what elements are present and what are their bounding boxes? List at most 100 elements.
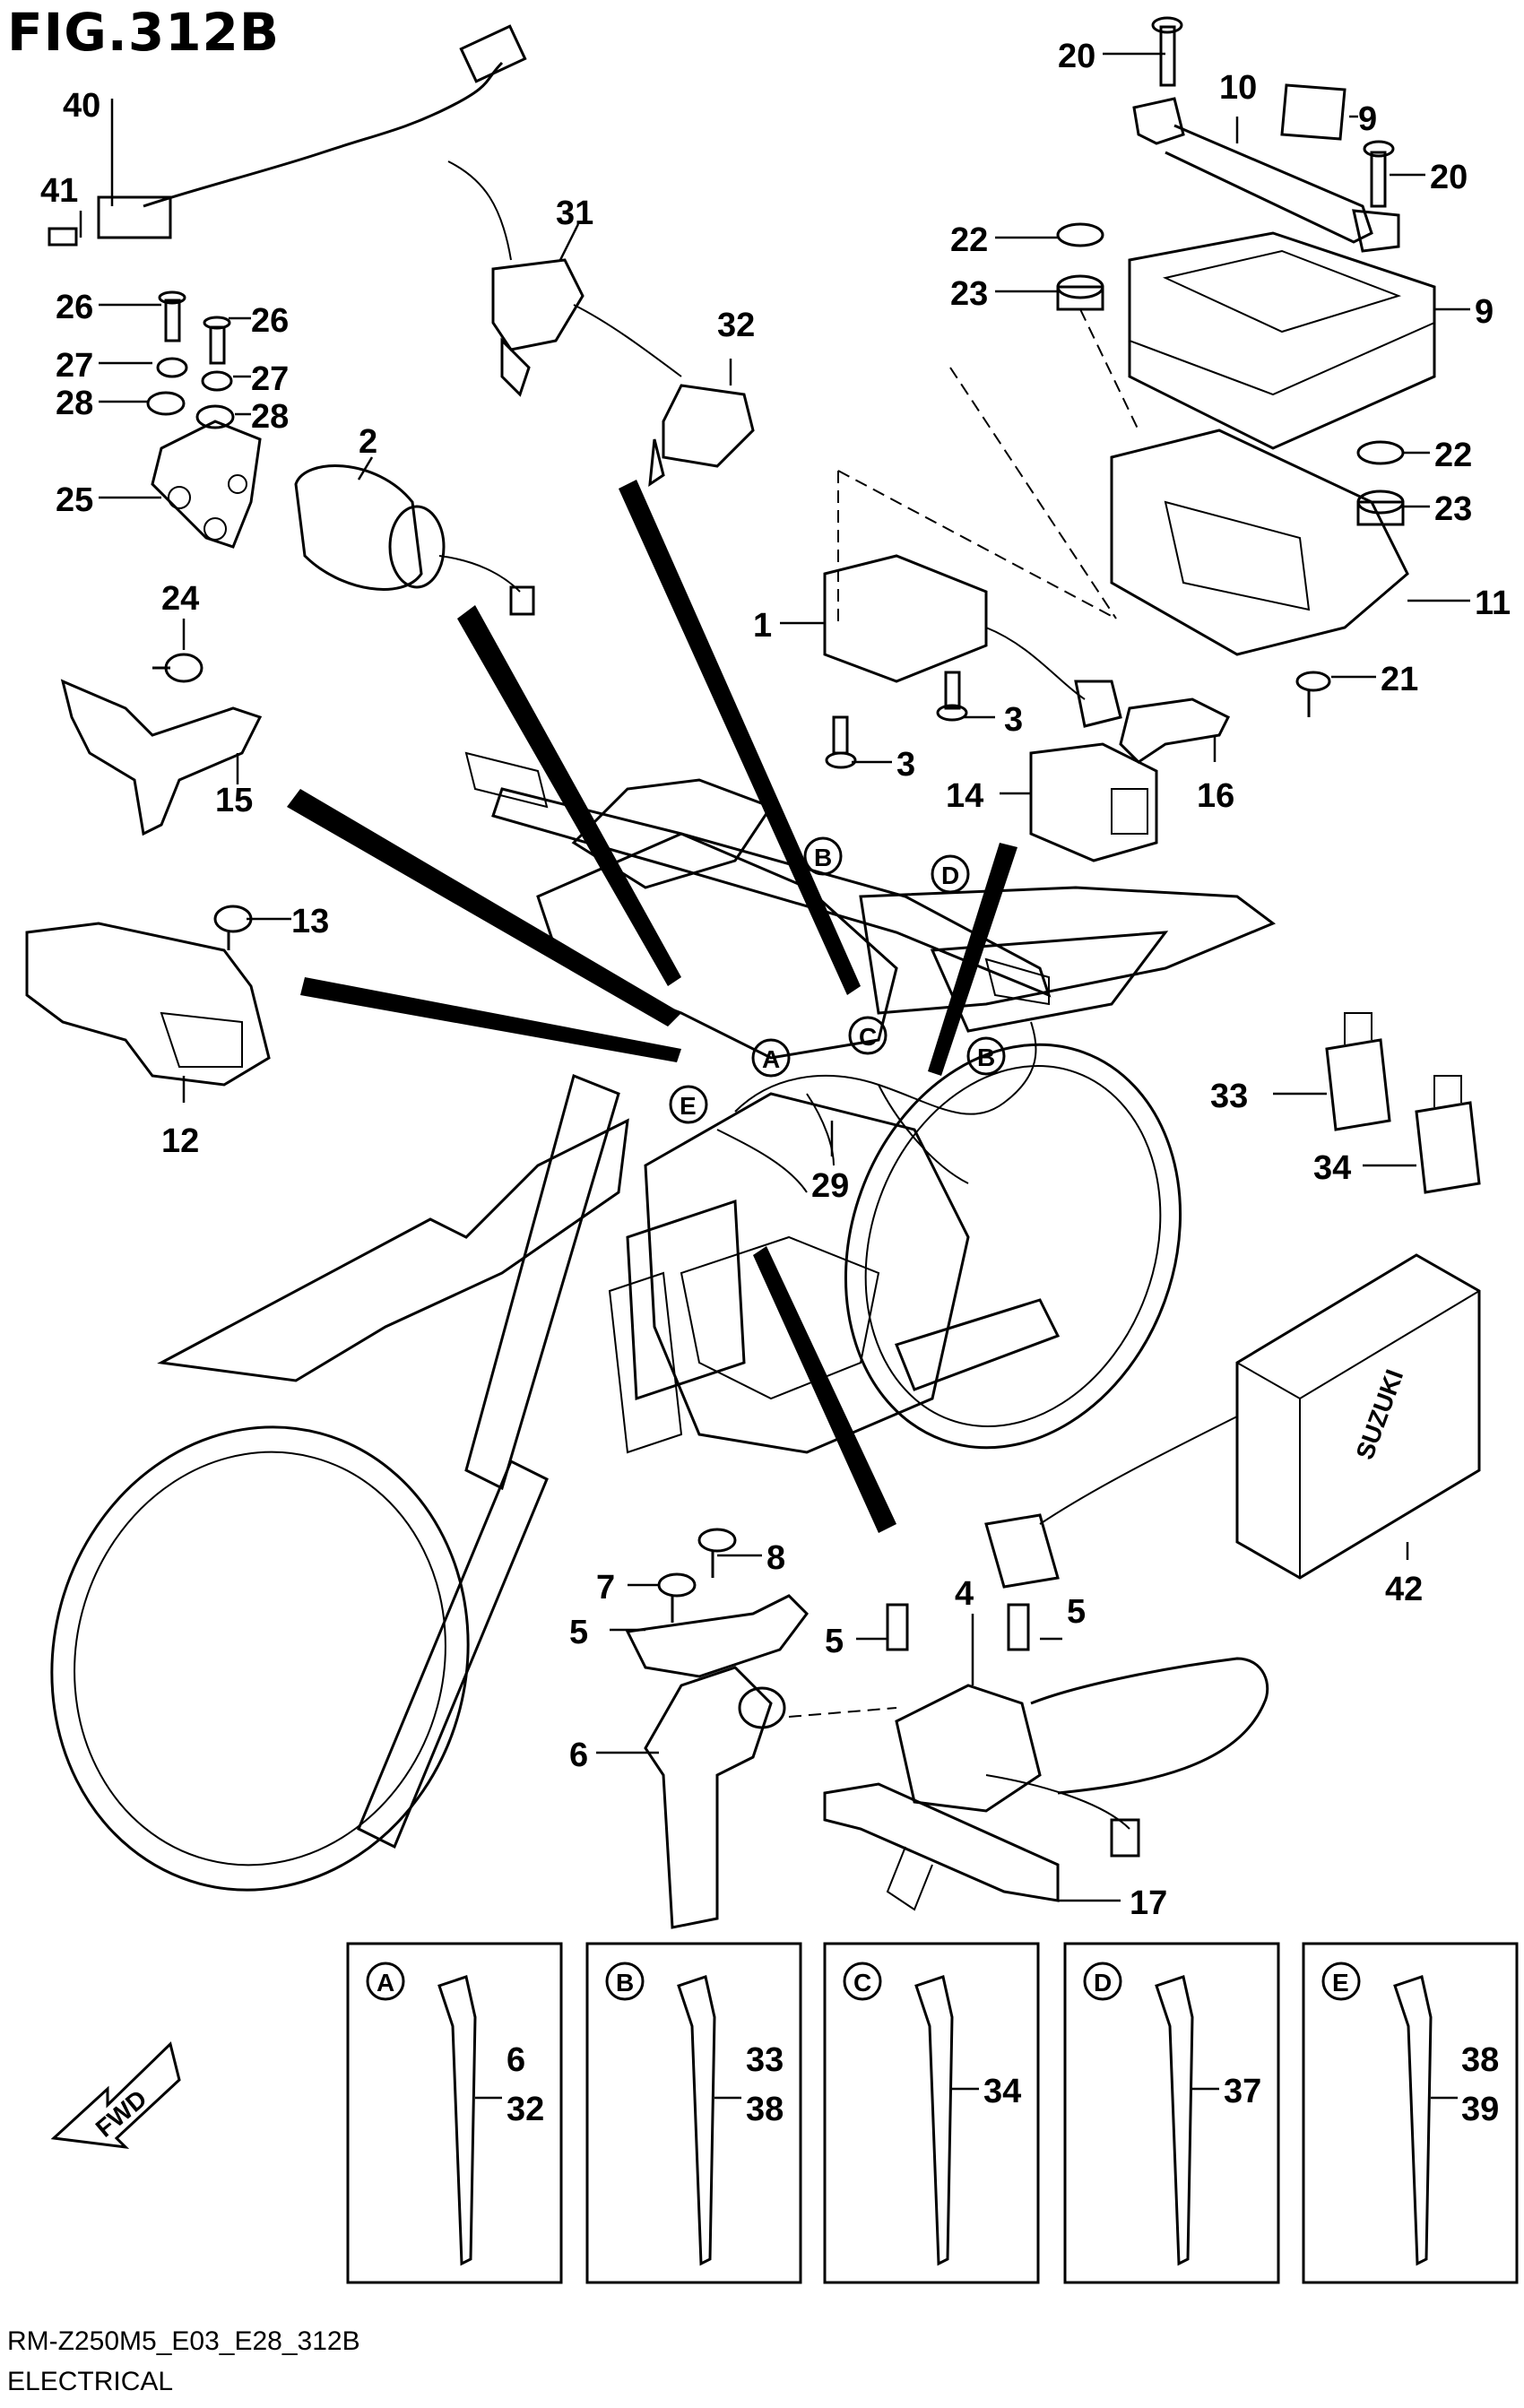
part-8-plug-cap <box>644 1666 786 1929</box>
callout-19: 15 <box>215 782 253 819</box>
detail-box-d: D 37 <box>1063 1942 1280 2284</box>
location-marker-b-top: B <box>803 836 843 876</box>
callout-8: 6 <box>569 1737 588 1774</box>
part-30-connector <box>1325 1012 1391 1131</box>
callout-1: 1 <box>753 607 772 645</box>
svg-text:B: B <box>814 844 832 871</box>
part-31-connector <box>1415 1075 1481 1194</box>
leader-lines <box>79 52 1470 1902</box>
callout-22a: 22 <box>950 221 988 259</box>
part-25-bracket <box>151 420 262 549</box>
callout-3b: 3 <box>896 746 915 784</box>
callout-26b: 26 <box>251 302 289 340</box>
callout-9b: 7 <box>596 1569 615 1607</box>
part-27-washers <box>156 357 233 392</box>
callout-3a: 3 <box>1004 701 1023 739</box>
detail-box-b: B 33 38 <box>585 1942 802 2284</box>
figure-section: ELECTRICAL <box>7 2367 174 2396</box>
callout-2: 2 <box>359 423 377 461</box>
callout-24: 24 <box>161 580 199 618</box>
svg-text:A: A <box>762 1045 780 1073</box>
detail-box-e: E 38 39 <box>1302 1942 1519 2284</box>
part-18-bracket <box>1119 697 1231 764</box>
part-20-screws <box>1151 16 1395 208</box>
part-16-strap <box>1132 97 1400 253</box>
callout-9a: 8 <box>766 1539 785 1577</box>
svg-text:B: B <box>977 1044 995 1071</box>
svg-text:32: 32 <box>507 2091 544 2128</box>
part-14-bracket <box>25 922 271 1087</box>
callout-12: 14 <box>946 777 983 815</box>
part-40-lead-wire <box>97 24 527 239</box>
svg-text:6: 6 <box>507 2041 525 2079</box>
callout-28b: 28 <box>251 398 289 436</box>
callout-18: 16 <box>1197 777 1234 815</box>
part-23-grommets <box>1056 274 1405 526</box>
detail-box-c: C 34 <box>823 1942 1040 2284</box>
callout-15: 13 <box>291 903 329 940</box>
callout-23a: 23 <box>950 275 988 313</box>
callout-10: 9 <box>1475 293 1494 331</box>
part-5-bolts <box>886 1603 1030 1651</box>
callout-27b: 27 <box>251 360 289 398</box>
callout-16: 10 <box>1219 69 1257 107</box>
svg-text:C: C <box>859 1023 877 1051</box>
figure-code: RM-Z250M5_E03_E28_312B <box>7 2326 360 2356</box>
part-11-label <box>1280 83 1346 141</box>
svg-text:C: C <box>853 1969 871 1997</box>
part-26-screws <box>158 290 231 365</box>
callout-7: 5 <box>569 1614 588 1651</box>
part-9-bolts <box>657 1528 737 1623</box>
svg-text:33: 33 <box>746 2041 784 2079</box>
part-2-condenser <box>294 464 535 616</box>
callout-41: 41 <box>40 172 78 210</box>
svg-text:E: E <box>680 1092 697 1120</box>
callout-22b: 22 <box>1434 437 1472 474</box>
part-21-screw <box>1295 671 1331 717</box>
svg-text:D: D <box>1094 1969 1112 1997</box>
callout-23b: 23 <box>1434 490 1472 528</box>
callout-25: 25 <box>56 481 93 519</box>
location-marker-d: D <box>931 854 970 894</box>
location-marker-e: E <box>669 1085 708 1124</box>
callout-20b: 20 <box>1430 159 1468 196</box>
part-29-harness <box>806 1093 835 1166</box>
reference-lines <box>788 308 1139 1718</box>
brand-mark: SUZUKI <box>1351 1366 1409 1464</box>
detail-box-a: A 6 32 <box>346 1942 563 2284</box>
callout-28a: 28 <box>56 385 93 422</box>
location-marker-c: C <box>848 1016 888 1055</box>
part-24-bolt <box>152 653 203 683</box>
fwd-arrow: FWD <box>50 2041 181 2150</box>
callout-13: 17 <box>1130 1884 1167 1922</box>
part-13-bracket <box>823 1782 1060 1911</box>
motorcycle-illustration <box>50 751 1276 1892</box>
part-1-regulator <box>823 554 1122 728</box>
part-12-relay <box>1029 742 1158 862</box>
svg-text:D: D <box>941 862 959 889</box>
callout-21: 21 <box>1381 661 1418 698</box>
svg-text:B: B <box>616 1969 634 1997</box>
part-callouts: 40 41 26 26 27 27 28 28 25 2 24 15 13 12… <box>40 38 1511 1922</box>
location-marker-b-right: B <box>966 1036 1006 1076</box>
part-7-clamp <box>625 1594 809 1678</box>
callout-26a: 26 <box>56 289 93 326</box>
part-42-module: SUZUKI <box>984 1253 1481 1589</box>
part-10-ecm <box>1128 231 1436 450</box>
callout-5a: 5 <box>825 1623 844 1660</box>
svg-text:38: 38 <box>1461 2041 1499 2079</box>
svg-text:A: A <box>377 1969 394 1997</box>
callout-40: 40 <box>63 87 100 125</box>
callout-14: 12 <box>161 1122 199 1160</box>
svg-text:38: 38 <box>746 2091 784 2128</box>
part-3-bolts <box>825 671 968 769</box>
callout-4: 4 <box>955 1575 974 1613</box>
location-pointers <box>287 480 1017 1533</box>
callout-30: 33 <box>1210 1078 1248 1115</box>
part-36-connector <box>573 304 755 488</box>
part-17-bracket <box>1110 429 1409 656</box>
figure-title: FIG.312B <box>7 2 281 63</box>
svg-text:34: 34 <box>983 2073 1021 2110</box>
svg-text:37: 37 <box>1224 2073 1261 2110</box>
